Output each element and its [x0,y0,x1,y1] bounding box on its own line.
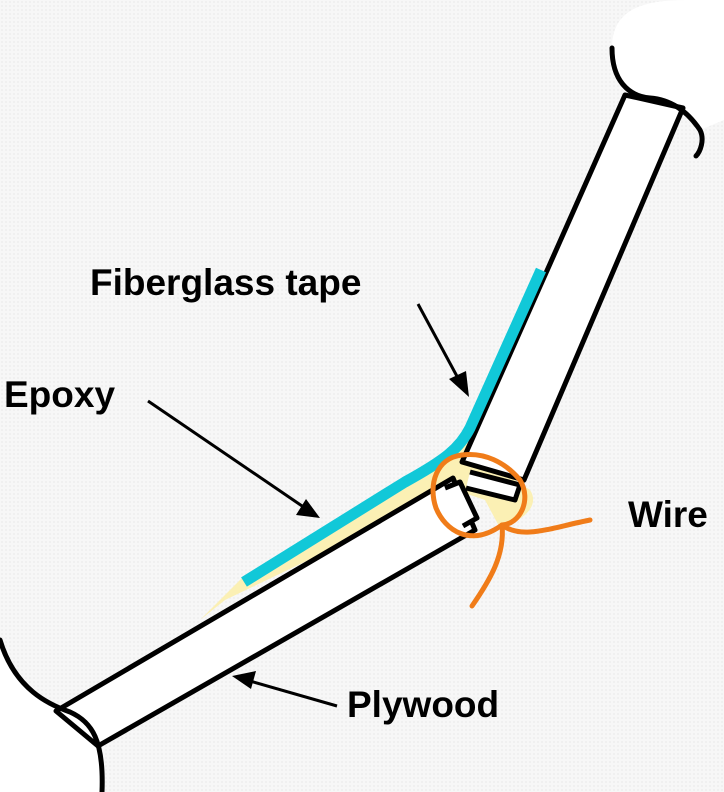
wire-stitch-tail [469,522,505,609]
lower-panel-end-curl [0,637,105,792]
plywood-panel-upper [459,92,686,483]
wire-label: Wire [628,494,708,535]
joint-gap-lower [444,479,480,529]
fiberglass-tape-leader-arrow [416,303,469,397]
lower-panel-end-blob [0,640,103,792]
plywood-label: Plywood [347,684,500,725]
plywood-panel-lower [53,475,478,749]
wire-stitch [430,451,593,539]
plywood-leader-arrow [232,671,338,708]
joint-gap-upper [465,469,523,503]
upper-panel-end-curl [609,45,705,159]
epoxy-label: Epoxy [4,374,116,415]
epoxy-leader-arrow [147,399,320,518]
fiberglass-tape [241,267,547,587]
upper-panel-end-blob [612,0,724,130]
fiberglass-tape-label: Fiberglass tape [90,262,362,303]
